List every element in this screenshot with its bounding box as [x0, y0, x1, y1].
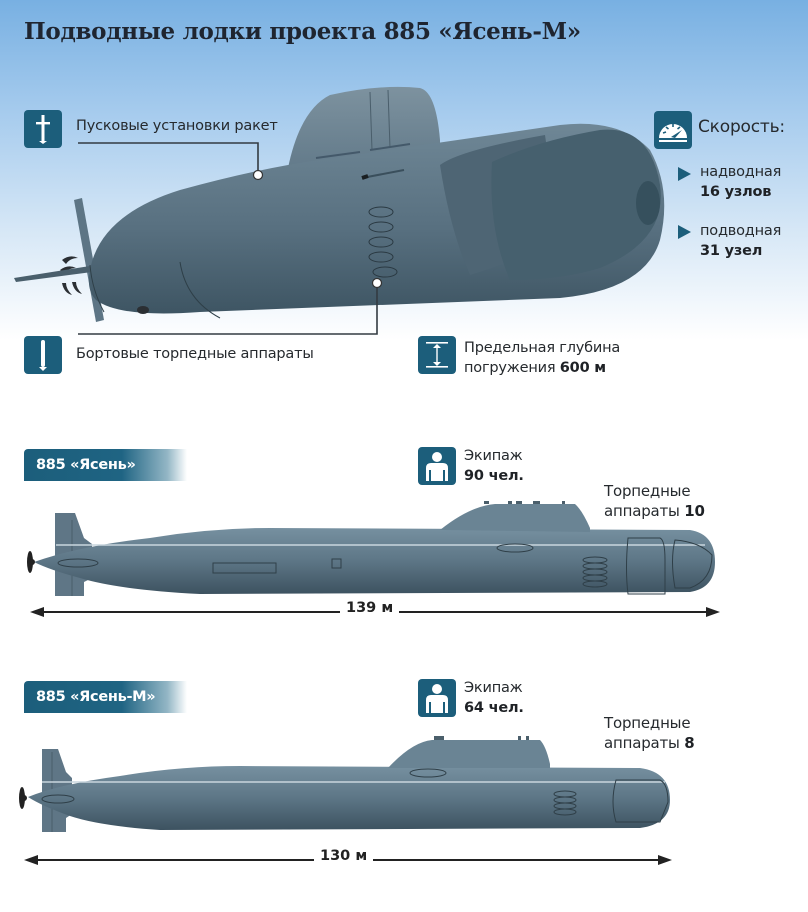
- torpedo-label-yasen-line2: аппараты 10: [604, 501, 705, 521]
- speed-submerged-value-text: 31 узел: [700, 243, 763, 259]
- submarine-yasen-m-side-view: [19, 736, 670, 832]
- leader-line-missiles: [78, 142, 259, 174]
- page-title: Подводные лодки проекта 885 «Ясень-М»: [24, 18, 581, 45]
- depth-label-prefix: погружения: [464, 360, 556, 376]
- badge-yasen: 885 «Ясень»: [24, 449, 187, 481]
- submarine-perspective-illustration: [14, 86, 665, 335]
- speed-surface-value-text: 16 узлов: [700, 184, 772, 200]
- speedometer-icon: [654, 111, 692, 149]
- depth-value: 600 м: [559, 360, 606, 376]
- length-value-yasen-m: 130 м: [314, 848, 374, 864]
- depth-label-line1: Предельная глубина: [464, 340, 621, 356]
- length-dimension-yasen: 139 м: [30, 600, 720, 620]
- length-value-yasen: 139 м: [340, 600, 400, 616]
- torpedo-label-yasen-m-line1: Торпедные: [604, 714, 691, 732]
- missile-launchers-label: Пусковые установки ракет: [76, 118, 278, 134]
- bullet-triangle-icon: [678, 167, 691, 181]
- badge-yasen-m: 885 «Ясень-М»: [24, 681, 187, 713]
- torpedo-count: 8: [684, 734, 695, 752]
- torpedo-tubes-label: Бортовые торпедные аппараты: [76, 346, 314, 362]
- bullet-triangle-icon: [678, 225, 691, 239]
- speed-submerged-value: 31 узел: [700, 241, 762, 261]
- submarine-yasen-side-view: [27, 501, 715, 596]
- torpedo-icon: [24, 336, 62, 374]
- crew-label-yasen: Экипаж: [464, 448, 523, 464]
- crew-icon: [418, 679, 456, 717]
- missile-icon: [24, 110, 62, 148]
- speed-surface-value: 16 узлов: [700, 182, 771, 202]
- crew-label-yasen-m: Экипаж: [464, 680, 523, 696]
- speed-submerged-label: подводная: [700, 223, 782, 239]
- depth-label-line2: погружения 600 м: [464, 358, 606, 378]
- torpedo-count: 10: [684, 502, 705, 520]
- depth-icon: [418, 336, 456, 374]
- torpedo-label-text: аппараты: [604, 734, 680, 752]
- speed-surface-label: надводная: [700, 164, 782, 180]
- crew-value-yasen: 90 чел.: [464, 466, 524, 486]
- crew-value-text: 64 чел.: [464, 700, 524, 716]
- crew-icon: [418, 447, 456, 485]
- leader-line-torpedoes: [78, 283, 378, 335]
- torpedo-label-text: аппараты: [604, 502, 680, 520]
- torpedo-label-yasen-m-line2: аппараты 8: [604, 733, 695, 753]
- length-dimension-yasen-m: 130 м: [24, 848, 672, 868]
- crew-value-text: 90 чел.: [464, 468, 524, 484]
- speed-title: Скорость:: [698, 117, 785, 137]
- torpedo-label-yasen-line1: Торпедные: [604, 482, 691, 500]
- crew-value-yasen-m: 64 чел.: [464, 698, 524, 718]
